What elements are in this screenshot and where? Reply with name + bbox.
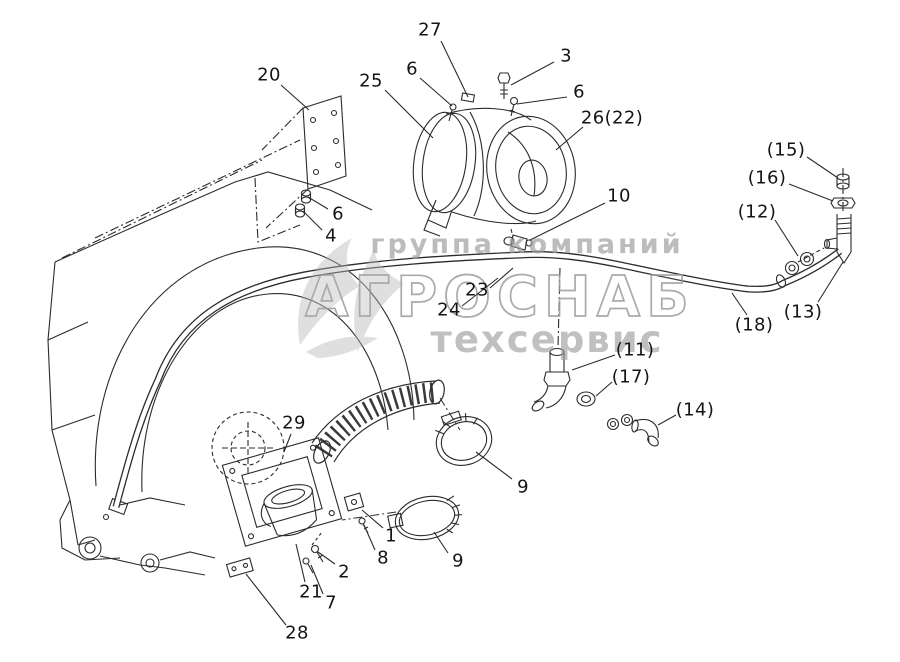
leader-line-15 (806, 156, 839, 179)
watermark-company-name: АГРОСНАБ (305, 265, 695, 330)
leader-line-2622 (555, 126, 584, 151)
leader-line-28 (245, 573, 287, 626)
elbow-fitting-11 (531, 267, 571, 412)
air-duct-21 (260, 484, 318, 537)
watermark: группа компаний АГРОСНАБ техсервис (298, 229, 695, 361)
part-label-7: 7 (325, 592, 337, 614)
screw-6-left (448, 103, 457, 122)
leader-line-25 (384, 89, 434, 139)
leader-line-29 (283, 433, 292, 453)
leader-line-6 (516, 96, 568, 105)
watermark-company-type: группа компаний (370, 229, 683, 260)
plate-bolt-4 (294, 203, 306, 218)
part-label-4: 4 (325, 225, 337, 247)
part-label-20: 20 (257, 64, 281, 86)
fender-outer-arc (94, 246, 415, 487)
part-label-14: (14) (675, 399, 715, 421)
part-label-9: 9 (517, 476, 529, 498)
hose-end-cap (775, 274, 787, 288)
cap-27 (460, 92, 476, 103)
leader-line-3 (510, 61, 555, 86)
leader-line-16 (788, 183, 834, 202)
part-label-17: (17) (611, 366, 651, 388)
watermark-logo (298, 238, 404, 358)
part-label-13: (13) (783, 301, 823, 323)
part-label-6: 6 (406, 58, 418, 80)
part-label-2622: 26(22) (580, 107, 644, 129)
part-label-15: (15) (766, 139, 806, 161)
leader-line-1 (361, 509, 384, 529)
leader-lines (245, 40, 844, 626)
leader-line-9 (433, 531, 449, 554)
bolt-3 (497, 72, 511, 99)
part-label-12: (12) (737, 201, 777, 223)
leader-line-8 (363, 524, 376, 551)
hose-clamp-lower (387, 495, 463, 541)
machine-body (47, 139, 415, 576)
leader-line-7 (310, 564, 324, 595)
leader-line-21 (295, 543, 306, 583)
part-label-24: 24 (437, 299, 461, 321)
leader-line-9 (475, 451, 513, 480)
leader-line-10 (529, 202, 606, 241)
part-label-3: 3 (560, 45, 572, 67)
washers-12 (784, 247, 825, 276)
part-label-18: (18) (734, 314, 774, 336)
duct-frame-29 (221, 437, 343, 547)
leader-line-4 (302, 210, 323, 231)
leader-line-23 (489, 267, 514, 289)
part-label-23: 23 (465, 279, 489, 301)
leader-line-11 (571, 354, 616, 371)
part-label-21: 21 (299, 581, 323, 603)
watermark-division: техсервис (430, 318, 663, 361)
part-label-16: (16) (747, 167, 787, 189)
hose-clip-bolt (102, 513, 110, 521)
flange-ring-17 (576, 391, 596, 407)
leader-line-18 (731, 292, 748, 316)
leader-line-6 (307, 196, 329, 210)
canister-face (486, 115, 576, 225)
part-label-9: 9 (452, 550, 464, 572)
bolt-6-right (509, 96, 519, 117)
leader-line-27 (440, 40, 469, 98)
part-label-10: 10 (607, 185, 631, 207)
leader-line-2 (317, 551, 336, 565)
main-hose (112, 248, 843, 508)
leader-line-13 (817, 261, 844, 303)
screw-2 (310, 531, 324, 563)
leader-line-6 (419, 77, 453, 107)
mounting-plate (261, 95, 347, 229)
blower-assembly (412, 72, 576, 237)
plate-1 (343, 492, 365, 512)
part-label-6: 6 (332, 203, 344, 225)
part-label-27: 27 (418, 19, 442, 41)
part-label-1: 1 (385, 525, 397, 547)
hose-clamp-upper (435, 410, 493, 466)
part-label-29: 29 (282, 412, 306, 434)
bracket-28 (225, 557, 254, 578)
leader-line-20 (280, 84, 310, 111)
corrugated-hose (311, 379, 461, 464)
part-label-11: (11) (615, 339, 655, 361)
fender-inner-arc (141, 293, 389, 493)
leader-line-24 (461, 277, 499, 307)
leader-line-17 (595, 381, 613, 397)
clamp-band-25 (412, 111, 468, 213)
leader-line-12 (774, 219, 799, 257)
part-label-25: 25 (359, 70, 383, 92)
screw-7 (302, 557, 314, 574)
part-label-6: 6 (573, 81, 585, 103)
inline-fitting-10 (503, 228, 533, 251)
part-label-28: 28 (285, 622, 309, 644)
leader-line-14 (657, 414, 677, 426)
part-label-8: 8 (377, 547, 389, 569)
part-label-2: 2 (338, 561, 350, 583)
valve-body-13 (823, 168, 852, 265)
plate-bolt-6 (300, 189, 312, 204)
elbow-fitting-14 (606, 413, 659, 447)
